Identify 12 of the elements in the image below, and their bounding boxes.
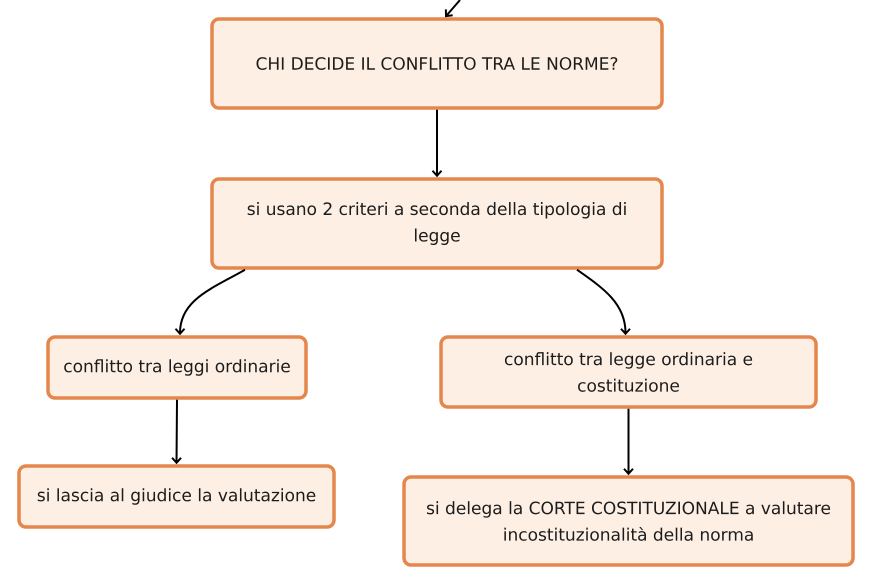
concept-box: conflitto tra leggi ordinarie bbox=[46, 335, 308, 400]
curved-arrow bbox=[174, 268, 246, 336]
arrow bbox=[171, 400, 182, 464]
concept-box: CHI DECIDE IL CONFLITTO TRA LE NORME? bbox=[210, 17, 664, 110]
concept-box: si lascia al giudice la valutazione bbox=[17, 464, 336, 529]
concept-box: si delega la CORTE COSTITUZIONALE a valutare incostituzionalità della norma bbox=[402, 475, 855, 567]
arrow bbox=[623, 408, 634, 476]
arrow bbox=[432, 110, 442, 178]
curved-arrow bbox=[576, 268, 631, 336]
concept-box: si usano 2 criteri a seconda della tipologia di legge bbox=[210, 177, 664, 270]
concept-box: conflitto tra legge ordinaria e costituzione bbox=[439, 335, 818, 409]
arrow bbox=[444, 0, 461, 18]
